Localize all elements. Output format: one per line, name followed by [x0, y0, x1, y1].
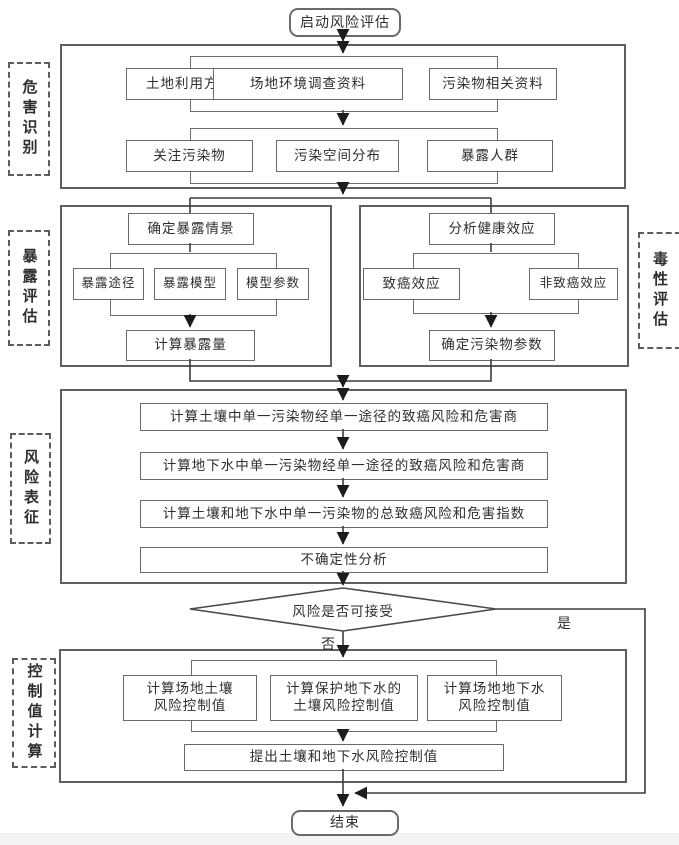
site-survey-data-box: 场地环境调查资料 — [213, 68, 403, 100]
calculate-exposure-box: 计算暴露量 — [126, 330, 255, 361]
start-node: 启动风险评估 — [289, 8, 401, 37]
decision-no-label: 否 — [321, 636, 336, 652]
site-groundwater-control-value-box: 计算场地地下水 风险控制值 — [427, 675, 562, 721]
model-parameters-box: 模型参数 — [237, 268, 309, 300]
exposure-scenario-box: 确定暴露情景 — [128, 213, 254, 245]
pollution-spatial-distribution-box: 污染空间分布 — [276, 140, 399, 172]
non-carcinogenic-effect-box: 非致癌效应 — [529, 268, 618, 300]
toxicity-assessment-label: 毒性评估 — [638, 232, 679, 349]
exposure-assessment-label: 暴露评估 — [8, 230, 50, 346]
exposure-model-box: 暴露模型 — [154, 268, 226, 300]
risk-acceptable-decision: 风险是否可接受 — [292, 604, 394, 619]
site-soil-control-value-box: 计算场地土壤 风险控制值 — [123, 675, 257, 721]
hazard-identification-label: 危害识别 — [8, 62, 50, 176]
control-value-label: 控制值计算 — [12, 658, 56, 768]
decision-yes-label: 是 — [557, 615, 572, 631]
toxicity-assessment-container — [359, 205, 629, 367]
uncertainty-analysis-box: 不确定性分析 — [140, 547, 548, 573]
pollutant-data-box: 污染物相关资料 — [429, 68, 557, 100]
contaminants-of-concern-box: 关注污染物 — [126, 140, 253, 172]
exposed-population-box: 暴露人群 — [427, 140, 553, 172]
groundwater-single-pollutant-risk-box: 计算地下水中单一污染物经单一途径的致癌风险和危害商 — [140, 452, 548, 480]
risk-characterization-label: 风险表征 — [10, 433, 51, 544]
propose-control-values-box: 提出土壤和地下水风险控制值 — [184, 744, 504, 771]
soil-single-pollutant-risk-box: 计算土壤中单一污染物经单一途径的致癌风险和危害商 — [140, 403, 548, 431]
page-bottom-strip — [0, 833, 679, 845]
exposure-pathway-box: 暴露途径 — [73, 268, 144, 300]
health-effects-box: 分析健康效应 — [429, 213, 555, 245]
end-node: 结束 — [291, 810, 399, 836]
carcinogenic-effect-box: 致癌效应 — [363, 268, 460, 300]
protect-groundwater-soil-control-value-box: 计算保护地下水的 土壤风险控制值 — [270, 675, 418, 721]
total-risk-hazard-index-box: 计算土壤和地下水中单一污染物的总致癌风险和危害指数 — [140, 500, 548, 528]
pollutant-parameters-box: 确定污染物参数 — [429, 330, 555, 361]
